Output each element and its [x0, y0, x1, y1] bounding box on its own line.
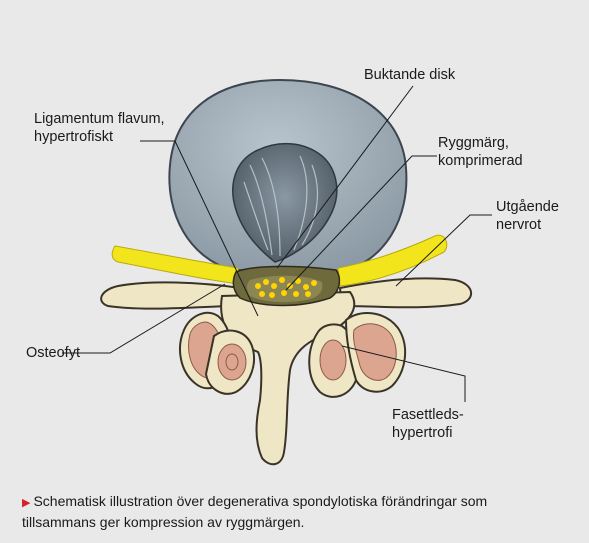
label-ligamentum-line1: Ligamentum flavum, — [34, 110, 165, 128]
figure-caption: ▶Schematisk illustration över degenerati… — [22, 492, 578, 532]
caption-arrow-icon: ▶ — [22, 497, 30, 509]
label-nerve-root: Utgående nervrot — [496, 198, 559, 234]
label-bulging-disk-text: Buktande disk — [364, 66, 455, 84]
label-osteophyte-text: Osteofyt — [26, 344, 80, 362]
label-facet-line2: hypertrofi — [392, 424, 542, 442]
label-ligamentum-flavum: Ligamentum flavum, hypertrofiskt — [34, 110, 165, 146]
left-transverse-process — [101, 282, 240, 308]
caption-line-1-text: Schematisk illustration över degenerativ… — [33, 493, 487, 509]
caption-line-1: ▶Schematisk illustration över degenerati… — [22, 492, 578, 513]
label-spinal-cord-line2: komprimerad — [438, 152, 523, 170]
label-spinal-cord-line1: Ryggmärg, — [438, 134, 523, 152]
label-nerve-root-line1: Utgående — [496, 198, 559, 216]
caption-line-2: tillsammans ger kompression av ryggmärge… — [22, 513, 578, 532]
label-facet-hypertrophy: Fasettleds- hypertrofi — [392, 406, 542, 442]
label-osteophyte: Osteofyt — [26, 344, 80, 362]
label-spinal-cord: Ryggmärg, komprimerad — [438, 134, 523, 170]
label-bulging-disk: Buktande disk — [364, 66, 455, 84]
label-nerve-root-line2: nervrot — [496, 216, 559, 234]
label-ligamentum-line2: hypertrofiskt — [34, 128, 165, 146]
label-facet-line1: Fasettleds- — [392, 406, 542, 424]
